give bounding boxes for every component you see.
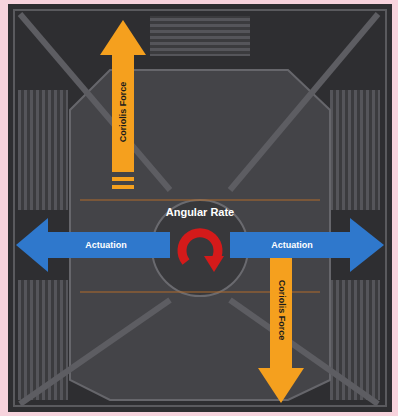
die [8,4,392,412]
force-label: Coriolis Force [119,82,128,143]
actuation-label: Actuation [85,241,127,250]
force-label: Coriolis Force [277,280,286,341]
rate-label: Angular Rate [166,207,234,218]
actuation-label: Actuation [271,241,313,250]
